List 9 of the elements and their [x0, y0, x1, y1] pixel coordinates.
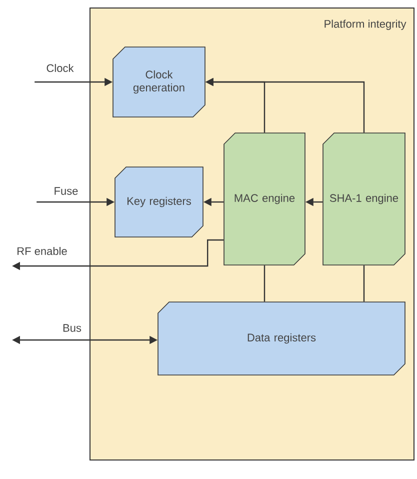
edge-label: Bus — [63, 324, 82, 332]
engine-box: SHA-1 engine — [322, 132, 406, 266]
edge-label: Clock — [46, 64, 74, 72]
block-box: Clock generation — [112, 46, 206, 118]
edge-label: Fuse — [54, 187, 78, 195]
block-box: Data registers — [158, 302, 406, 376]
engine-box: MAC engine — [224, 132, 306, 266]
block-box: Key registers — [114, 166, 204, 238]
edge-label: RF enable — [18, 246, 67, 256]
